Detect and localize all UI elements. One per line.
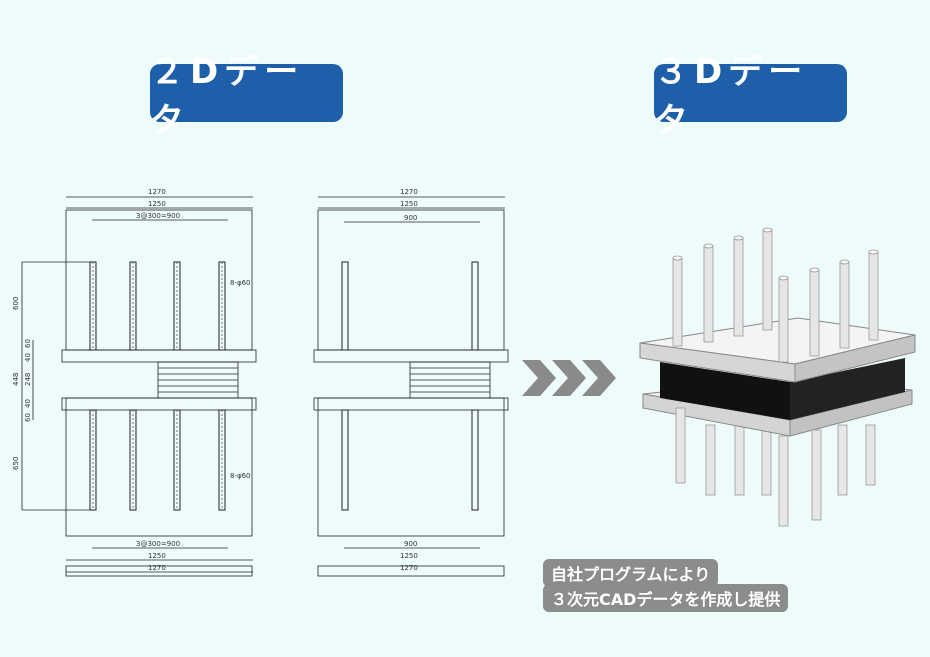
bolt-note-upper: 8-φ60	[230, 279, 251, 287]
bearing-3d-model	[639, 227, 916, 527]
dim-top-1270-b: 1270	[400, 188, 418, 196]
dim-top-900: 900	[404, 214, 417, 222]
dim-bottom-1270: 1270	[148, 564, 166, 572]
drawing-right	[313, 196, 509, 577]
dim-bottom-1250: 1250	[148, 552, 166, 560]
dim-bottom-spacing: 3@300=900	[136, 540, 180, 548]
dim-top-1270: 1270	[148, 188, 166, 196]
caption-line-2: ３次元CADデータを作成し提供	[543, 584, 789, 612]
chevron-arrows-icon	[522, 360, 616, 396]
dim-side-448: 448	[12, 373, 20, 386]
dim-top-1250: 1250	[148, 200, 166, 208]
title-3d-data: ３Dデータ	[654, 52, 847, 141]
dim-side-650: 650	[12, 457, 20, 470]
dim-side-60a: 60	[24, 339, 32, 348]
drawing-left	[21, 196, 257, 577]
dim-bottom-900: 900	[404, 540, 417, 548]
dim-side-40a: 40	[24, 353, 32, 362]
dim-side-600: 600	[12, 297, 20, 310]
caption-line-1: 自社プログラムにより	[543, 559, 719, 587]
dim-top-spacing: 3@300=900	[136, 212, 180, 220]
dim-side-60b: 60	[24, 413, 32, 422]
dim-top-1250-b: 1250	[400, 200, 418, 208]
bolt-note-lower: 8-φ60	[230, 472, 251, 480]
dim-bottom-1250-b: 1250	[400, 552, 418, 560]
dim-bottom-1270-b: 1270	[400, 564, 418, 572]
dim-side-248: 248	[24, 373, 32, 386]
dim-side-40b: 40	[24, 399, 32, 408]
